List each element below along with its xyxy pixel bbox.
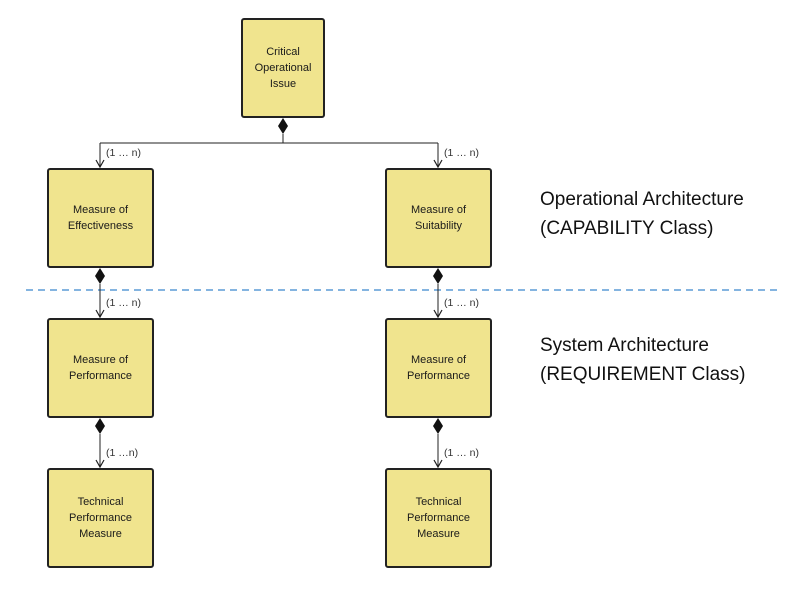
composition-diamond bbox=[95, 268, 105, 284]
multiplicity-coi-mos: (1 … n) bbox=[444, 147, 480, 159]
zone-label-system-line2: (REQUIREMENT Class) bbox=[540, 364, 746, 385]
zone-label-operational-line1: Operational Architecture bbox=[540, 189, 744, 210]
composition-diamond bbox=[433, 418, 443, 434]
zone-label-operational-line2: (CAPABILITY Class) bbox=[540, 218, 714, 239]
node-technical-performance-measure-right[interactable]: Technical Performance Measure bbox=[385, 468, 492, 568]
node-critical-operational-issue[interactable]: Critical Operational Issue bbox=[241, 18, 325, 118]
connector-moe-to-mop bbox=[95, 268, 105, 319]
multiplicity-mop-tpm-left: (1 …n) bbox=[106, 447, 139, 459]
connector-coi-to-moe-mos bbox=[95, 118, 443, 169]
node-measure-of-suitability[interactable]: Measure of Suitability bbox=[385, 168, 492, 268]
zone-label-operational: Operational Architecture (CAPABILITY Cla… bbox=[540, 185, 744, 243]
composition-diamond bbox=[278, 118, 288, 134]
zone-label-system: System Architecture (REQUIREMENT Class) bbox=[540, 331, 746, 389]
node-label: Measure of Performance bbox=[69, 354, 132, 382]
node-label: Measure of Suitability bbox=[410, 204, 467, 232]
node-measure-of-effectiveness[interactable]: Measure of Effectiveness bbox=[47, 168, 154, 268]
connector-mop-to-tpm-right bbox=[433, 418, 443, 469]
composition-diamond bbox=[433, 268, 443, 284]
multiplicity-mos-mop: (1 … n) bbox=[444, 297, 480, 309]
node-label: Technical Performance Measure bbox=[407, 496, 470, 540]
node-label: Measure of Effectiveness bbox=[67, 204, 134, 232]
connector-mop-to-tpm-left bbox=[95, 418, 105, 469]
node-measure-of-performance-left[interactable]: Measure of Performance bbox=[47, 318, 154, 418]
multiplicity-coi-moe: (1 … n) bbox=[106, 147, 142, 159]
zone-label-system-line1: System Architecture bbox=[540, 335, 709, 356]
node-label: Critical Operational Issue bbox=[254, 46, 312, 90]
multiplicity-moe-mop: (1 … n) bbox=[106, 297, 142, 309]
node-label: Measure of Performance bbox=[407, 354, 470, 382]
connector-mos-to-mop bbox=[433, 268, 443, 319]
node-technical-performance-measure-left[interactable]: Technical Performance Measure bbox=[47, 468, 154, 568]
node-label: Technical Performance Measure bbox=[69, 496, 132, 540]
composition-diamond bbox=[95, 418, 105, 434]
multiplicity-mop-tpm-right: (1 … n) bbox=[444, 447, 480, 459]
node-measure-of-performance-right[interactable]: Measure of Performance bbox=[385, 318, 492, 418]
